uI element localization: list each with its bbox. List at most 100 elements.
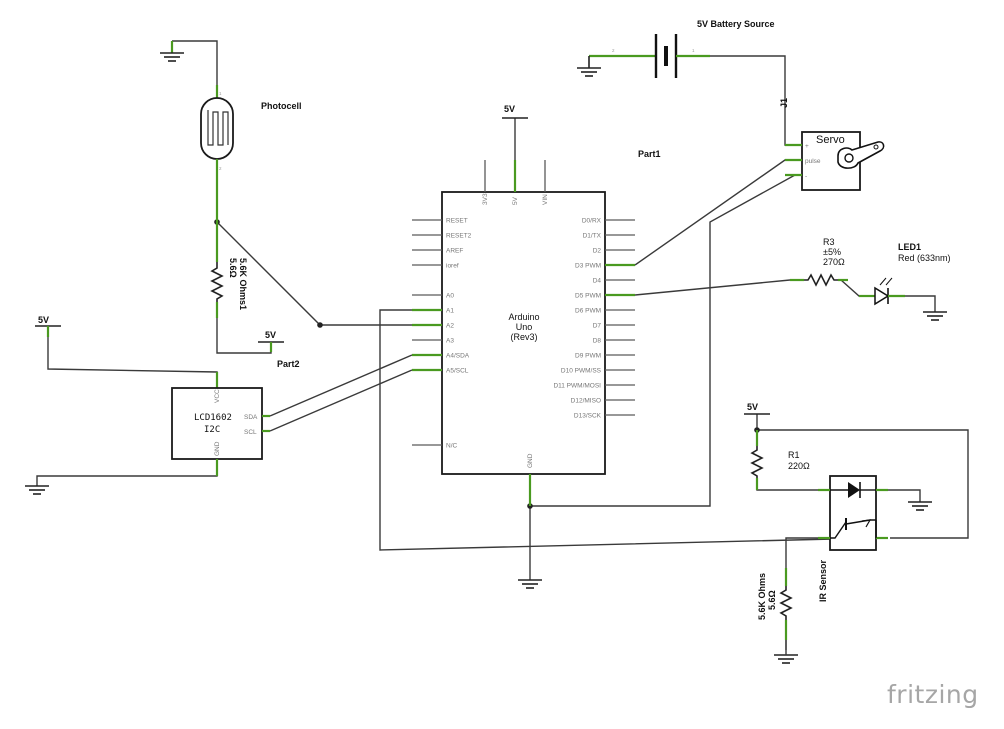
resistor-ir[interactable]: 5.6K Ohms 5.6Ω: [757, 568, 793, 640]
arduino-pin-label-d9-pwm: D9 PWM: [575, 353, 601, 360]
resistor-r3[interactable]: R3 ±5% 270Ω: [790, 237, 848, 287]
resistor-r1[interactable]: R1 220Ω: [750, 430, 810, 490]
led-color: Red (633nm): [898, 253, 951, 263]
arduino-pin-label-d0-rx: D0/RX: [582, 218, 602, 225]
arduino-pin-label-n-c: N/C: [446, 443, 458, 450]
wire-ir-5v[interactable]: [756, 414, 969, 539]
wire-r3-led[interactable]: [840, 279, 866, 297]
power-5v-ir: 5V: [744, 402, 770, 415]
arduino-pin-label-d12-miso: D12/MISO: [571, 398, 601, 405]
arduino-top-pins: 3V3 5V VIN: [482, 160, 549, 205]
arduino-pin-label-reset2: RESET2: [446, 233, 472, 240]
ground-icon: [160, 41, 184, 62]
arduino-pin-label-5v: 5V: [512, 196, 519, 205]
resistor-photocell-value: 5.6Ω: [228, 258, 238, 278]
servo[interactable]: + pulse - Servo: [785, 131, 885, 191]
power-label-arduino: 5V: [504, 104, 515, 114]
ir-sensor[interactable]: IR Sensor: [818, 475, 888, 602]
servo-pin-minus: -: [805, 173, 807, 180]
lcd1602-i2c[interactable]: VCC GND SDA SCL LCD1602 I2C: [171, 372, 270, 476]
wire-servo-gnd[interactable]: [530, 174, 796, 507]
arduino-title-line3: (Rev3): [510, 332, 537, 342]
ground-icon: [518, 579, 542, 589]
r3-value: 270Ω: [823, 257, 845, 267]
svg-text:1: 1: [219, 91, 222, 96]
power-5v-lcd: 5V: [35, 315, 61, 337]
arduino-title-line1: Arduino: [508, 312, 539, 322]
wire-scl[interactable]: [269, 369, 413, 432]
arduino-pin-label-d8: D8: [593, 338, 602, 345]
arduino-pin-label-3v3: 3V3: [482, 193, 489, 205]
r3-tolerance: ±5%: [823, 247, 841, 257]
arduino-pin-label-d10-pwm-ss: D10 PWM/SS: [561, 368, 602, 375]
photocell[interactable]: 1 2: [200, 85, 234, 222]
power-5v-part2: 5V Part2: [258, 330, 300, 369]
lcd-pin-scl: SCL: [244, 429, 257, 436]
arduino-uno[interactable]: RESETRESET2AREFiorefA0A1A2A3A4/SDAA5/SCL…: [412, 160, 635, 506]
arduino-pin-label-d3-pwm: D3 PWM: [575, 263, 601, 270]
power-label-part2: 5V: [265, 330, 276, 340]
wire-a1-ir[interactable]: [379, 309, 876, 551]
lcd-title: LCD1602: [194, 413, 232, 423]
wire-led-gnd[interactable]: [895, 295, 936, 312]
power-label-ir: 5V: [747, 402, 758, 412]
arduino-pin-label-a2: A2: [446, 323, 454, 330]
arduino-pin-label-reset: RESET: [446, 218, 468, 225]
resistor-ir-label: 5.6K Ohms: [757, 573, 767, 620]
wire-lcd-vcc[interactable]: [47, 327, 218, 388]
ground-icon: [577, 67, 601, 77]
ground-icon: [908, 501, 932, 511]
ground-icon: [25, 485, 49, 495]
light-emission-icon: [879, 277, 893, 286]
wire-ir-gnd[interactable]: [875, 489, 921, 502]
battery-ref: J1: [779, 98, 789, 108]
wire-sda[interactable]: [269, 354, 413, 417]
lcd-subtitle: I2C: [204, 425, 220, 435]
arduino-pin-label-a4-sda: A4/SDA: [446, 353, 470, 360]
servo-label: Servo: [816, 134, 845, 146]
arduino-pin-label-d6-pwm: D6 PWM: [575, 308, 601, 315]
wire-resistor-5v[interactable]: [216, 318, 272, 354]
ground-icon: [923, 311, 947, 321]
wire-r1-ir[interactable]: [756, 478, 830, 491]
arduino-pin-label-a5-scl: A5/SCL: [446, 368, 469, 375]
svg-text:1: 1: [692, 48, 695, 53]
svg-text:2: 2: [219, 166, 222, 171]
arduino-pin-label-d7: D7: [593, 323, 602, 330]
arduino-pin-label-d2: D2: [593, 248, 602, 255]
fritzing-logo: fritzing: [887, 680, 979, 709]
wire-photocell-gnd[interactable]: [172, 40, 218, 85]
servo-pin-pulse: pulse: [805, 158, 821, 165]
part1-label: Part1: [638, 149, 661, 159]
arduino-pin-label-d4: D4: [593, 278, 602, 285]
photocell-label: Photocell: [261, 101, 302, 111]
resistor-photocell[interactable]: 5.6K Ohms1 5.6Ω: [210, 222, 248, 318]
led1[interactable]: LED1 Red (633nm): [859, 242, 951, 306]
arduino-pin-label-ioref: ioref: [446, 263, 459, 270]
arduino-pin-label-d13-sck: D13/SCK: [574, 413, 602, 420]
ir-sensor-label: IR Sensor: [818, 559, 828, 602]
arduino-pin-label-vin: VIN: [542, 194, 549, 205]
svg-text:2: 2: [612, 48, 615, 53]
arduino-pin-label-d1-tx: D1/TX: [583, 233, 602, 240]
lcd-pin-gnd: GND: [214, 441, 221, 456]
led-name: LED1: [898, 242, 921, 252]
arduino-pin-label-a3: A3: [446, 338, 454, 345]
arduino-title-line2: Uno: [516, 322, 533, 332]
arduino-pin-label-a0: A0: [446, 293, 454, 300]
battery-5v[interactable]: 2 1 5V Battery Source J1: [588, 19, 789, 108]
arduino-pin-label-d5-pwm: D5 PWM: [575, 293, 601, 300]
r1-name: R1: [788, 450, 800, 460]
wire-d5-r3[interactable]: [634, 279, 800, 296]
junction-a2: [317, 322, 323, 328]
arduino-pin-label-aref: AREF: [446, 248, 463, 255]
resistor-ir-value: 5.6Ω: [767, 590, 777, 610]
wire-ir-resistor[interactable]: [785, 537, 830, 568]
wire-lcd-gnd[interactable]: [36, 456, 218, 486]
arduino-body[interactable]: [441, 191, 606, 475]
lcd-pin-sda: SDA: [244, 414, 258, 421]
power-label-lcd: 5V: [38, 315, 49, 325]
resistor-photocell-label: 5.6K Ohms1: [238, 258, 248, 310]
wire-d3-servo[interactable]: [634, 159, 795, 266]
